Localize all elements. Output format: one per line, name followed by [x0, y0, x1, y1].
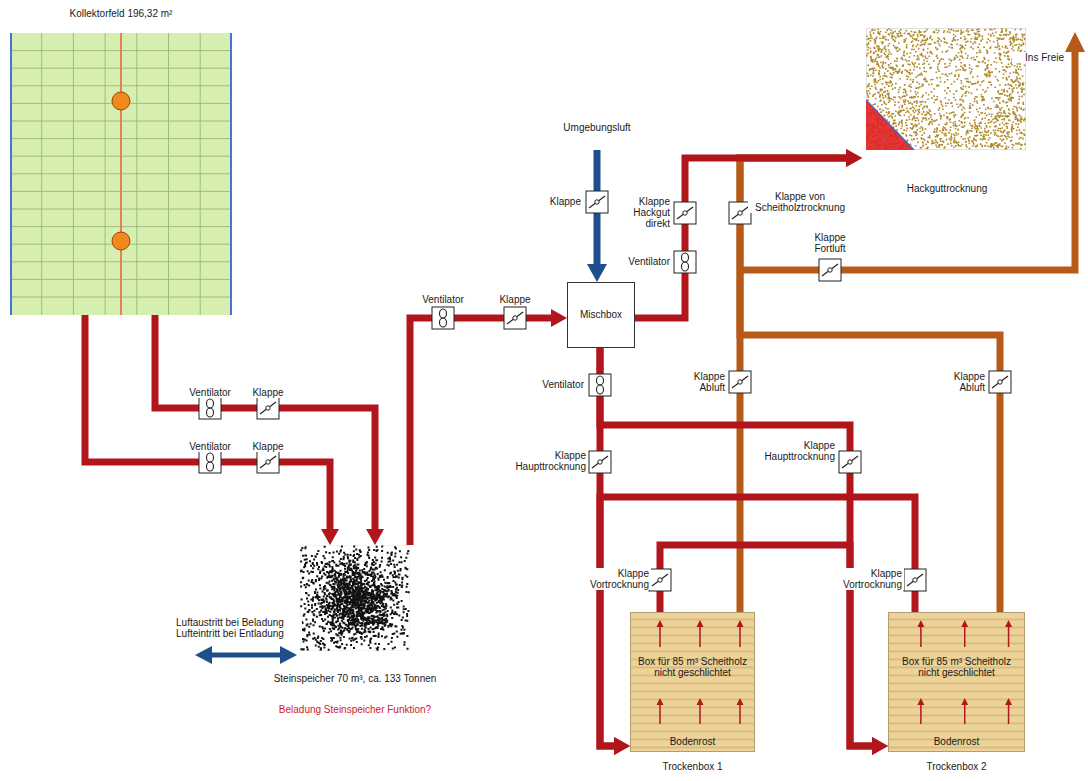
fan-symbol: [589, 374, 611, 396]
component-label: Umgebungsluft: [550, 122, 644, 133]
exhaust-arrowhead: [1065, 32, 1085, 52]
air-duct: [600, 497, 915, 755]
air-duct: [635, 149, 862, 318]
component-label: Klappe: [241, 441, 295, 452]
air-duct: [600, 348, 630, 755]
fan-symbol: [674, 251, 696, 273]
component-label: Klappe Fortluft: [802, 232, 858, 254]
damper-symbol: [729, 371, 751, 393]
fan-symbol: [199, 397, 221, 419]
storage-arrowhead: [195, 646, 212, 664]
grate-label: Bodenrost: [888, 736, 1025, 747]
component-label: Klappe: [534, 196, 583, 207]
component-label: Klappe: [241, 387, 295, 398]
box-description: Box für 85 m³ Scheitholz nicht geschlich…: [636, 656, 749, 678]
damper-symbol: [586, 191, 608, 213]
chip-texture: [866, 28, 1026, 150]
ambient-air-arrowhead: [587, 264, 607, 282]
box-caption: Trockenbox 1: [630, 761, 755, 772]
component-label: Klappe Hackgut direkt: [616, 196, 672, 229]
air-duct: [85, 315, 339, 545]
component-label: Luftaustritt bei Beladung Lufteintritt b…: [158, 617, 302, 639]
component-label: Klappe Abluft: [678, 371, 727, 393]
fan-symbol: [432, 307, 454, 329]
air-duct: [410, 309, 567, 545]
chip-dryer: Hackguttrocknung: [862, 28, 1032, 198]
box-description: Box für 85 m³ Scheitholz nicht geschlich…: [894, 656, 1019, 678]
storage-arrowhead: [280, 646, 297, 664]
component-label: Ventilator: [178, 441, 242, 452]
damper-symbol: [589, 451, 611, 473]
component-label: Ventilator: [411, 294, 475, 305]
airflow-arrows: [888, 612, 1025, 752]
mixing-box: Mischbox: [567, 282, 635, 348]
note: Beladung Steinspeicher Funktion?: [258, 704, 452, 715]
component-label: Klappe Abluft: [938, 371, 987, 393]
collector-grid: [10, 33, 236, 315]
storage-air-pipe: [208, 653, 282, 658]
air-duct: [155, 315, 384, 545]
grate-label: Bodenrost: [630, 736, 755, 747]
component-label: Ventilator: [178, 387, 242, 398]
storage-caption: Steinspeicher 70 m³, ca. 133 Tonnen: [250, 673, 460, 684]
component-label: Klappe: [488, 294, 542, 305]
drying-box: Box für 85 m³ Scheitholz nicht geschlich…: [630, 612, 755, 775]
airflow-arrows: [630, 612, 755, 752]
collector-field: Kollektorfeld 196,32 m²: [8, 6, 234, 315]
air-duct: [600, 348, 888, 755]
damper-symbol: [904, 569, 926, 591]
drying-box: Box für 85 m³ Scheitholz nicht geschlich…: [888, 612, 1025, 775]
field-title: Kollektorfeld 196,32 m²: [8, 8, 234, 19]
dryer-caption: Hackguttrocknung: [862, 183, 1032, 194]
rock-texture: [300, 545, 410, 651]
damper-symbol: [839, 451, 861, 473]
damper-symbol: [649, 569, 671, 591]
box-caption: Trockenbox 2: [888, 761, 1025, 772]
component-label: Ventilator: [608, 256, 672, 267]
component-label: Ins Freie: [1012, 52, 1066, 63]
component-label: Klappe Haupttrocknung: [502, 450, 588, 472]
fan-symbol: [199, 451, 221, 473]
box-label: Mischbox: [568, 309, 634, 320]
component-label: Ventilator: [522, 379, 586, 390]
wood-stack: [888, 612, 1025, 752]
component-label: Klappe Haupttrocknung: [751, 440, 837, 462]
damper-symbol: [819, 259, 841, 281]
wood-stack: [630, 612, 755, 752]
damper-symbol: [989, 371, 1011, 393]
damper-symbol: [674, 202, 696, 224]
damper-symbol: [257, 397, 279, 419]
component-label: Klappe von Scheitholztrocknung: [748, 191, 852, 213]
damper-symbol: [257, 451, 279, 473]
component-label: Klappe Vortrocknung: [826, 568, 904, 590]
damper-symbol: [504, 307, 526, 329]
component-label: Klappe Vortrocknung: [573, 568, 651, 590]
